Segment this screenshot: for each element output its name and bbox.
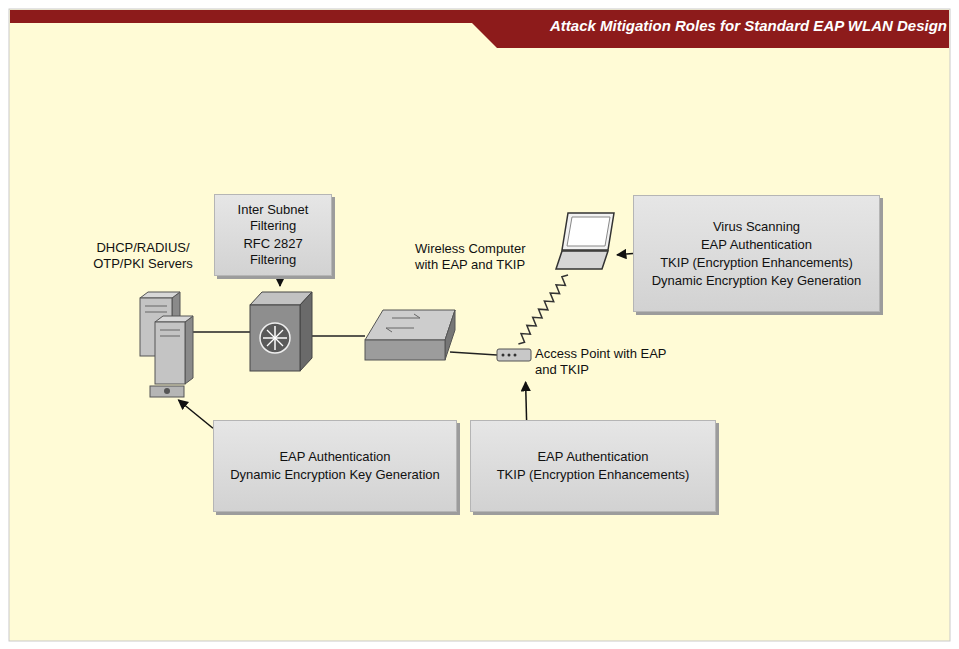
server-top — [140, 292, 180, 298]
switch-mark — [414, 314, 420, 318]
network-wire — [190, 331, 250, 333]
callout-box: EAP AuthenticationDynamic Encryption Key… — [213, 420, 457, 512]
switch-side — [445, 310, 455, 360]
device-node: DHCP/RADIUS/ OTP/PKI Servers — [84, 240, 202, 400]
callout-box: Inter Subnet FilteringRFC 2827 Filtering — [214, 194, 332, 276]
router-icon — [250, 292, 312, 371]
server-slot — [145, 306, 167, 307]
server-tower — [155, 322, 185, 384]
callout-box: EAP AuthenticationTKIP (Encryption Enhan… — [470, 420, 716, 512]
server-slot — [160, 330, 180, 331]
switch-front — [365, 340, 445, 360]
laptop-display — [567, 217, 610, 246]
box-text: EAP Authentication — [701, 237, 812, 253]
access-point-icon — [497, 349, 531, 361]
box-text: Inter Subnet Filtering — [221, 202, 325, 234]
server-unit — [150, 386, 184, 397]
server-dial — [164, 388, 170, 394]
server-slot — [160, 336, 180, 337]
network-wire — [310, 335, 365, 337]
box-text: EAP Authentication — [537, 449, 648, 465]
server-icon — [140, 292, 193, 397]
box-text: Dynamic Encryption Key Generation — [652, 273, 862, 289]
switch-mark — [392, 318, 420, 319]
switch-mark — [386, 328, 414, 329]
server-top — [155, 316, 193, 322]
device-node: Access Point with EAP and TKIP — [495, 344, 675, 382]
laptop-base — [556, 251, 608, 269]
box-text: RFC 2827 Filtering — [221, 236, 325, 268]
access-point-body — [497, 349, 531, 361]
router-arrow — [267, 330, 283, 346]
server-slot — [145, 312, 167, 313]
callout-box: Virus ScanningEAP AuthenticationTKIP (En… — [633, 195, 880, 312]
callout-arrow — [617, 254, 633, 255]
switch-mark — [386, 328, 392, 332]
device-label: DHCP/RADIUS/ OTP/PKI Servers — [84, 240, 202, 272]
access-point-led — [514, 354, 517, 357]
box-text: EAP Authentication — [279, 449, 390, 465]
wireless-link — [518, 275, 568, 344]
laptop-screen — [562, 213, 614, 250]
router-emblem — [260, 323, 290, 353]
laptop-icon — [556, 213, 614, 269]
server-side — [185, 316, 193, 384]
box-text: TKIP (Encryption Enhancements) — [497, 467, 690, 483]
router-side — [300, 292, 312, 371]
title-bar — [10, 10, 949, 48]
title-text: Attack Mitigation Roles for Standard EAP… — [550, 17, 947, 34]
router-front — [250, 305, 300, 371]
box-text: Virus Scanning — [713, 219, 800, 235]
device-label: Wireless Computer with EAP and TKIP — [415, 241, 547, 273]
callout-arrow — [525, 382, 527, 420]
device-node: Wireless Computer with EAP and TKIP — [413, 210, 617, 275]
box-text: TKIP (Encryption Enhancements) — [660, 255, 853, 271]
network-wire — [450, 352, 497, 355]
access-point-led — [508, 354, 511, 357]
box-text: Dynamic Encryption Key Generation — [230, 467, 440, 483]
panel — [9, 9, 950, 641]
switch-top — [365, 310, 455, 340]
access-point-led — [502, 354, 505, 357]
device-label: Access Point with EAP and TKIP — [535, 346, 670, 378]
switch-icon — [365, 310, 455, 360]
callout-arrow — [178, 400, 213, 428]
router-arrow — [267, 330, 283, 346]
